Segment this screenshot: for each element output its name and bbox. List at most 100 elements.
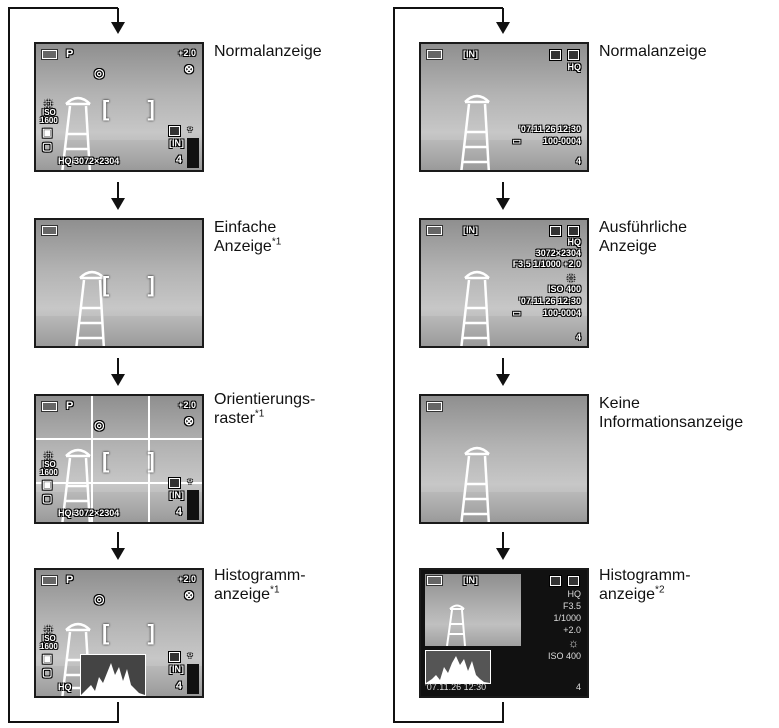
- face-detect-icon: [169, 478, 180, 488]
- lifeguard-tower-image: [460, 94, 491, 170]
- iso-label: ISO: [42, 460, 56, 469]
- quality: HQ: [567, 589, 582, 599]
- thumbnail-image: [425, 574, 521, 646]
- drive-mode-icon: ▣: [42, 479, 53, 491]
- date-time: '07.11.26 12:30: [518, 124, 581, 134]
- face-detect-icon: [169, 126, 180, 136]
- label-line: Normalanzeige: [599, 43, 707, 60]
- arrow-left-2: [111, 198, 125, 210]
- af-target-mark: [ ]: [102, 272, 171, 297]
- iso-label: ISO: [42, 634, 56, 643]
- remaining-shots: 4: [175, 506, 182, 518]
- face-detect-icon: [169, 652, 180, 662]
- lifeguard-tower-image: [460, 446, 491, 522]
- exposure-compensation: +2.0: [178, 574, 196, 584]
- quality: HQ: [567, 62, 582, 72]
- arrow-right-1: [496, 22, 510, 34]
- sound-record-icon: [550, 576, 561, 586]
- drive-mode-icon: ▣: [42, 653, 53, 665]
- shooting-mode: P: [66, 574, 74, 586]
- shooting-mode: P: [66, 400, 74, 412]
- date-time: '07.11.26 12:30: [425, 682, 487, 692]
- quality-size: HQ 3072×2304: [58, 156, 120, 166]
- self-timer-icon: ◎: [94, 592, 105, 606]
- histogram-curve: [81, 663, 145, 695]
- label-line: Einfache: [214, 219, 277, 236]
- frame-number: 4: [575, 682, 581, 692]
- label-line: Informationsanzeige: [599, 414, 744, 431]
- arrow-left-4: [111, 548, 125, 560]
- memory-gauge: [187, 138, 199, 168]
- frame-number: 4: [575, 332, 581, 342]
- screen-playback-histogram: [IN] HQ F3.5 1/1000 +2.0 ☼ ISO 400 '07.1…: [419, 568, 589, 698]
- file-number: 100-0004: [542, 136, 581, 146]
- microphone-icon: ♆: [185, 650, 194, 662]
- label-right-4: Histogramm- anzeige*2: [599, 566, 691, 604]
- iso-value: 1600: [40, 116, 58, 125]
- histogram-graph: [425, 650, 491, 684]
- iso-value: ISO 400: [547, 651, 581, 661]
- af-target-mark: [ ]: [102, 96, 171, 121]
- drive-mode-icon: ▣: [42, 127, 53, 139]
- screen-histogram-shooting: P +2.0 ◎ ⊗ [ ] ☼ ISO 1600 ▣ ▢ ♆ [IN] HQ …: [34, 568, 204, 698]
- metering-icon: ▢: [42, 493, 53, 505]
- lifeguard-tower-image: [61, 96, 92, 170]
- screen-playback-detailed: [IN] HQ 3072×2304 F3.5 1/1000 +2.0 ☼ ISO…: [419, 218, 589, 348]
- card-icon: ▭: [512, 136, 521, 146]
- label-left-4: Histogramm- anzeige*1: [214, 566, 306, 604]
- sound-record-icon: [550, 50, 561, 60]
- af-target-mark: [ ]: [102, 448, 171, 473]
- microphone-icon: ♆: [185, 476, 194, 488]
- battery-icon: [42, 576, 57, 585]
- battery-icon: [427, 576, 442, 585]
- remaining-shots: 4: [175, 680, 182, 692]
- footnote-mark: *1: [270, 584, 280, 596]
- histogram-graph: [80, 654, 146, 696]
- date-time: '07.11.26 12:30: [518, 296, 581, 306]
- battery-icon: [42, 226, 57, 235]
- screen-no-information: [419, 394, 589, 524]
- white-balance-icon: ☼: [42, 94, 55, 110]
- label-right-2: Ausführliche Anzeige: [599, 218, 687, 256]
- sound-record-icon: [550, 226, 561, 236]
- label-right-1: Normalanzeige: [599, 42, 707, 61]
- memory-gauge: [187, 490, 199, 520]
- memory-indicator: [IN]: [169, 664, 184, 674]
- histogram-curve: [426, 656, 490, 683]
- exposure-compensation: +2.0: [178, 48, 196, 58]
- footnote-mark: *1: [271, 236, 282, 248]
- flash-off-icon: ⊗: [183, 588, 194, 602]
- grid-line: [36, 482, 202, 484]
- lifeguard-tower-image: [446, 604, 466, 646]
- grid-line: [148, 396, 150, 522]
- aperture: F3.5: [562, 601, 581, 611]
- quality: HQ: [567, 237, 582, 247]
- white-balance-icon: ☼: [42, 446, 55, 462]
- arrow-right-4: [496, 548, 510, 560]
- metering-icon: ▢: [42, 667, 53, 679]
- battery-icon: [427, 402, 442, 411]
- arrow-right-2: [496, 198, 510, 210]
- memory-indicator: [IN]: [463, 575, 478, 585]
- lifeguard-tower-image: [61, 448, 92, 522]
- quality-size: HQ 3072×2304: [58, 508, 120, 518]
- screen-playback-normal: [IN] HQ '07.11.26 12:30 ▭ 100-0004 4: [419, 42, 589, 172]
- iso-value: 1600: [40, 642, 58, 651]
- lifeguard-tower-image: [75, 270, 106, 346]
- battery-icon: [42, 402, 57, 411]
- white-balance-icon: ☼: [568, 636, 579, 650]
- label-line: anzeige: [599, 586, 656, 603]
- memory-gauge: [187, 664, 199, 694]
- frame-number: 4: [575, 156, 581, 166]
- arrow-left-3: [111, 374, 125, 386]
- shutter-speed: 1/1000: [553, 613, 581, 623]
- label-line: Histogramm-: [599, 567, 691, 584]
- memory-indicator: [IN]: [169, 490, 184, 500]
- screen-normal-shooting: P +2.0 ◎ ⊗ [ ] ☼ ISO 1600 ▣ ▢ ♆ [IN] HQ …: [34, 42, 204, 172]
- exposure-info: F3.5 1/1000 +2.0: [512, 259, 581, 269]
- memory-indicator: [IN]: [463, 225, 478, 235]
- quality: HQ: [58, 682, 72, 692]
- label-line: Orientierungs-: [214, 391, 316, 408]
- metering-icon: ▢: [42, 141, 53, 153]
- self-timer-icon: ◎: [94, 418, 105, 432]
